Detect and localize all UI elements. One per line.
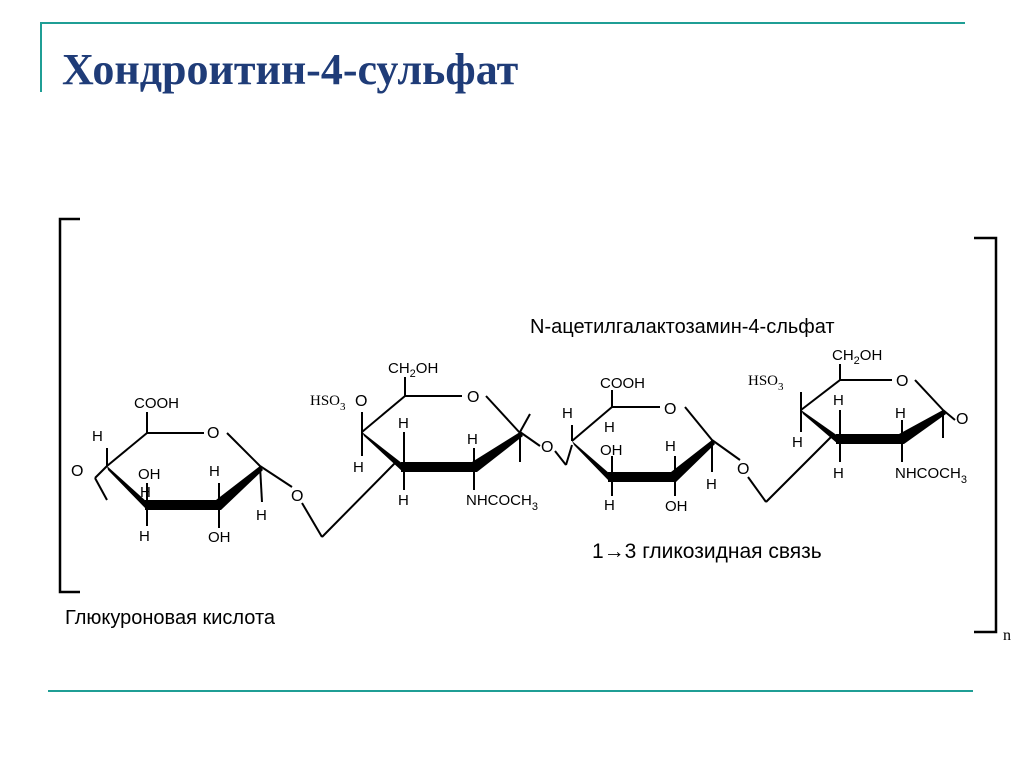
ring4-ch2oh-label: CH2OH: [832, 347, 882, 367]
ring1-h-low-label: H: [140, 484, 151, 501]
ring2-nhcoch3-label: NHCOCH3: [466, 492, 538, 513]
ring1-h-top-label: H: [92, 428, 103, 445]
ring2-ch2oh-label: CH2OH: [388, 360, 438, 380]
lower-caption: Глюкуроновая кислота: [65, 607, 276, 629]
frame-bottom-line: [48, 690, 973, 692]
ring4-h-bottom-label: H: [833, 465, 844, 482]
ring1-oh-bottom-label: OH: [208, 529, 231, 546]
ring2-hso3-label: HSO3: [310, 393, 346, 413]
ring1-h-mid-label: H: [209, 463, 220, 480]
ring4-hso3-label: HSO3: [748, 373, 784, 393]
ring3-h-top-label: H: [604, 419, 615, 436]
ring4-h-mid-label: H: [895, 405, 906, 422]
ring2-h-top-label: H: [398, 415, 409, 432]
ring2-h-left-label: H: [353, 459, 364, 476]
ring3-oh-bottom-label: OH: [665, 498, 688, 515]
ring-glucuronic-acid-2: COOH O H H OH H H H OH: [562, 375, 741, 515]
ring1-oh-mid-label: OH: [138, 466, 161, 483]
upper-caption: N-ацетилгалактозамин-4-сльфат: [530, 316, 835, 338]
ring4-h-top-label: H: [833, 392, 844, 409]
glycosidic-link-2: O: [541, 439, 573, 466]
ring-galnac-sulfate-1: CH2OH HSO3 O O H H H H NHCOCH3: [310, 360, 541, 513]
ring3-cooh-label: COOH: [600, 375, 645, 392]
ring3-h-bottom-label: H: [604, 497, 615, 514]
ring3-h-right-label: H: [706, 476, 717, 493]
ring4-nhcoch3-label: NHCOCH3: [895, 465, 967, 486]
ring1-h-right-label: H: [256, 507, 267, 524]
ring3-h-left-label: H: [562, 405, 573, 422]
repeat-count-label: n: [1003, 627, 1011, 644]
frame-left-line: [40, 22, 42, 92]
glycosidic-link-3: O: [737, 435, 833, 503]
ring4-o-right-label: O: [956, 411, 968, 428]
frame-top-line: [40, 22, 965, 24]
glycosidic-link-1: O: [291, 462, 396, 538]
ring2-ring-oxygen-label: O: [467, 389, 479, 406]
ring1-h-bottom-label: H: [139, 528, 150, 545]
left-bracket: [58, 217, 80, 594]
ring1-o-left-label: O: [71, 463, 83, 480]
ring1-ring-oxygen-label: O: [207, 425, 219, 442]
ring3-oh-mid-label: OH: [600, 442, 623, 459]
ring2-h-mid-label: H: [467, 431, 478, 448]
ring2-h-bottom-label: H: [398, 492, 409, 509]
ring1-cooh-label: COOH: [134, 395, 179, 412]
link1-oxygen-label: O: [291, 488, 303, 505]
bond-caption: 1→3 гликозидная связь: [592, 540, 822, 563]
ring2-hso3-oxygen-label: O: [355, 393, 367, 410]
ring4-ring-oxygen-label: O: [896, 373, 908, 390]
ring3-h-mid-label: H: [665, 438, 676, 455]
slide-title: Хондроитин-4-сульфат: [62, 45, 519, 94]
ring-galnac-sulfate-2: CH2OH HSO3 O H H H H NHCOCH3 O: [748, 347, 968, 486]
link3-oxygen-label: O: [737, 461, 749, 478]
link2-oxygen-label: O: [541, 439, 553, 456]
ring4-h-left-label: H: [792, 434, 803, 451]
ring-glucuronic-acid-1: COOH O H O OH H H H H OH: [71, 395, 293, 546]
ring3-ring-oxygen-label: O: [664, 401, 676, 418]
right-bracket: [974, 236, 998, 634]
